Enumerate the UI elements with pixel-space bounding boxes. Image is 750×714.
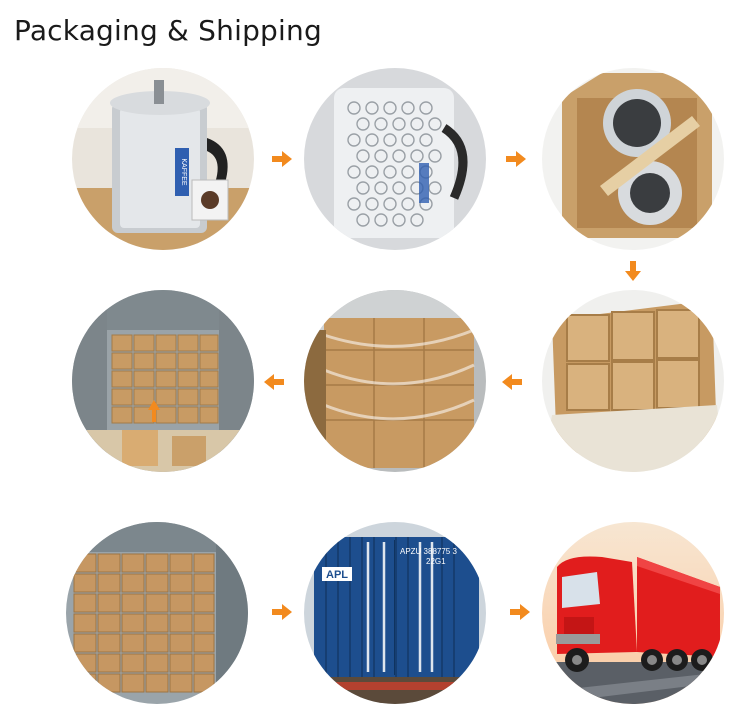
container-number: APZU 388775 3 bbox=[400, 547, 457, 556]
arrow-down-1 bbox=[625, 261, 641, 281]
step-1-french-press-photo: KAFFEE bbox=[72, 68, 254, 250]
page-title: Packaging & Shipping bbox=[14, 14, 322, 47]
kaffee-brand-tag: KAFFEE bbox=[180, 158, 187, 186]
arrow-right-3 bbox=[272, 604, 292, 620]
arrow-right-1 bbox=[272, 151, 292, 167]
apl-logo-text: APL bbox=[326, 569, 348, 581]
step-6-container-interior-photo bbox=[72, 290, 254, 472]
step-4-master-carton-photo bbox=[542, 290, 724, 472]
arrow-left-1 bbox=[264, 374, 284, 390]
step-5-wrapped-pallet-photo bbox=[304, 290, 486, 472]
container-type-code: 22G1 bbox=[426, 557, 446, 566]
arrow-left-2 bbox=[502, 374, 522, 390]
step-2-bubble-wrap-photo bbox=[304, 68, 486, 250]
step-7-container-stacked-photo bbox=[66, 522, 248, 704]
arrow-right-4 bbox=[510, 604, 530, 620]
arrow-right-2 bbox=[506, 151, 526, 167]
step-8-blue-container-photo: APL APZU 388775 3 22G1 bbox=[304, 522, 486, 704]
step-3-boxed-photo bbox=[542, 68, 724, 250]
step-9-red-truck-photo bbox=[542, 522, 724, 704]
